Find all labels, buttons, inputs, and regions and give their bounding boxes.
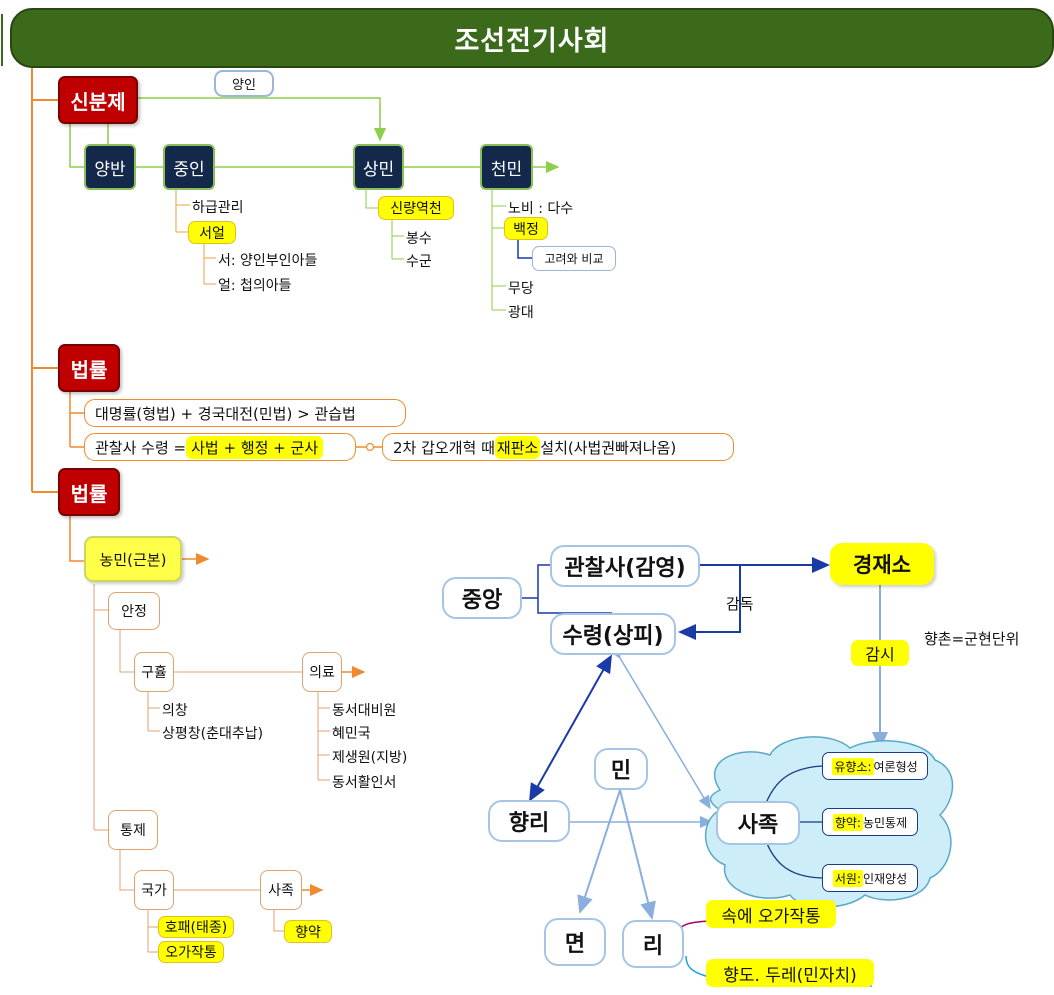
cloud-item-hyangyak-text: 농민통제	[862, 815, 908, 830]
class-sangmin: 상민	[353, 144, 404, 190]
gukga-item-hopae: 호패(태종)	[158, 916, 234, 938]
gabo-prefix: 2차 갑오개혁 때	[393, 438, 495, 457]
guhyul-item-1: 의창	[162, 703, 188, 719]
gabo-highlight: 재판소	[494, 435, 541, 459]
node-gyeongjaeso: 경재소	[830, 543, 934, 585]
gabo-reform-note: 2차 갑오개혁 때 재판소 설치(사법권빠져나옴)	[382, 433, 734, 461]
label-hyangchon: 향촌=군현단위	[924, 630, 1020, 648]
node-min: 민	[594, 748, 648, 790]
uiryo-item-3: 제생원(지방)	[332, 750, 408, 766]
sangmin-item-sinryang: 신량역천	[378, 196, 454, 220]
uiryo-item-2: 혜민국	[332, 726, 371, 742]
cheonmin-item-nobi: 노비 : 다수	[508, 201, 574, 217]
governor-powers-highlight: 사법 + 행정 + 군사	[186, 435, 324, 459]
jungin-item-eol: 얼: 첩의아들	[218, 278, 292, 294]
cloud-item-yuhyangso: 유향소: 여론형성	[822, 752, 928, 780]
cloud-item-yuhyangso-key: 유향소:	[832, 757, 874, 775]
governor-powers: 관찰사 수령 = 사법 + 행정 + 군사	[84, 433, 356, 461]
cloud-item-hyangyak: 향약: 농민통제	[822, 808, 918, 836]
node-jungang: 중앙	[442, 577, 522, 619]
cloud-item-seowon-text: 인재양성	[862, 871, 908, 886]
ri-note-ogajaktong: 속에 오가작통	[706, 900, 836, 928]
node-suryeong: 수령(상피)	[550, 613, 676, 655]
node-sajok: 사족	[260, 870, 302, 910]
node-uiryo: 의료	[302, 652, 342, 692]
governor-powers-prefix: 관찰사 수령 =	[95, 438, 187, 457]
jungin-item-seo: 서: 양인부인아들	[218, 253, 318, 269]
cheonmin-item-mudang: 무당	[508, 281, 534, 297]
cheonmin-item-baekjeong: 백정	[504, 217, 548, 240]
gabo-suffix: 설치(사법권빠져나옴)	[540, 438, 677, 457]
jungin-item-seoeol: 서얼	[188, 221, 236, 244]
uiryo-item-1: 동서대비원	[332, 703, 397, 719]
node-ri: 리	[622, 920, 684, 968]
compare-goryeo-note: 고려와 비교	[532, 246, 616, 271]
law-hierarchy: 대명률(형법) + 경국대전(민법) > 관습법	[84, 399, 406, 427]
jungin-item-1: 하급관리	[192, 200, 244, 216]
section-label-sinbunje: 신분제	[58, 76, 138, 124]
yangin-label: 양인	[214, 70, 274, 97]
guhyul-item-2: 상평창(춘대추납)	[162, 726, 264, 742]
node-anjeong: 안정	[108, 592, 160, 630]
ri-note-hyangdo: 향도. 두레(민자치)	[706, 959, 874, 987]
class-yangban: 양반	[84, 144, 136, 190]
sangmin-item-bongsu: 봉수	[406, 231, 432, 247]
gukga-item-ogajaktong: 오가작통	[158, 941, 224, 963]
uiryo-item-4: 동서활인서	[332, 775, 397, 791]
cheonmin-item-gwangdae: 광대	[508, 305, 534, 321]
sangmin-item-sugun: 수군	[406, 254, 432, 270]
node-gwanchalsa: 관찰사(감영)	[550, 545, 700, 587]
section-label-law-1: 법률	[58, 344, 120, 392]
section-label-law-2: 법률	[58, 468, 120, 516]
node-tongje: 통제	[108, 810, 158, 850]
label-gamdok: 감독	[726, 595, 754, 613]
cloud-item-seowon: 서원: 인재양성	[822, 864, 918, 892]
class-cheonmin: 천민	[480, 144, 533, 190]
node-guhyul: 구휼	[134, 652, 174, 692]
cloud-item-seowon-key: 서원:	[832, 869, 863, 887]
class-jungin: 중인	[163, 144, 215, 190]
cloud-item-yuhyangso-text: 여론형성	[873, 759, 918, 774]
node-gukga: 국가	[134, 870, 174, 910]
node-sajok-map: 사족	[716, 801, 800, 845]
farmer-root: 농민(근본)	[84, 536, 182, 582]
sajok-item-hyangyak: 향약	[284, 920, 332, 943]
page-title: 조선전기사회	[10, 8, 1054, 68]
node-myeon: 면	[544, 918, 606, 966]
cloud-item-hyangyak-key: 향약:	[832, 813, 863, 831]
node-hyangri: 향리	[488, 800, 570, 842]
label-gamsi: 감시	[851, 640, 909, 666]
